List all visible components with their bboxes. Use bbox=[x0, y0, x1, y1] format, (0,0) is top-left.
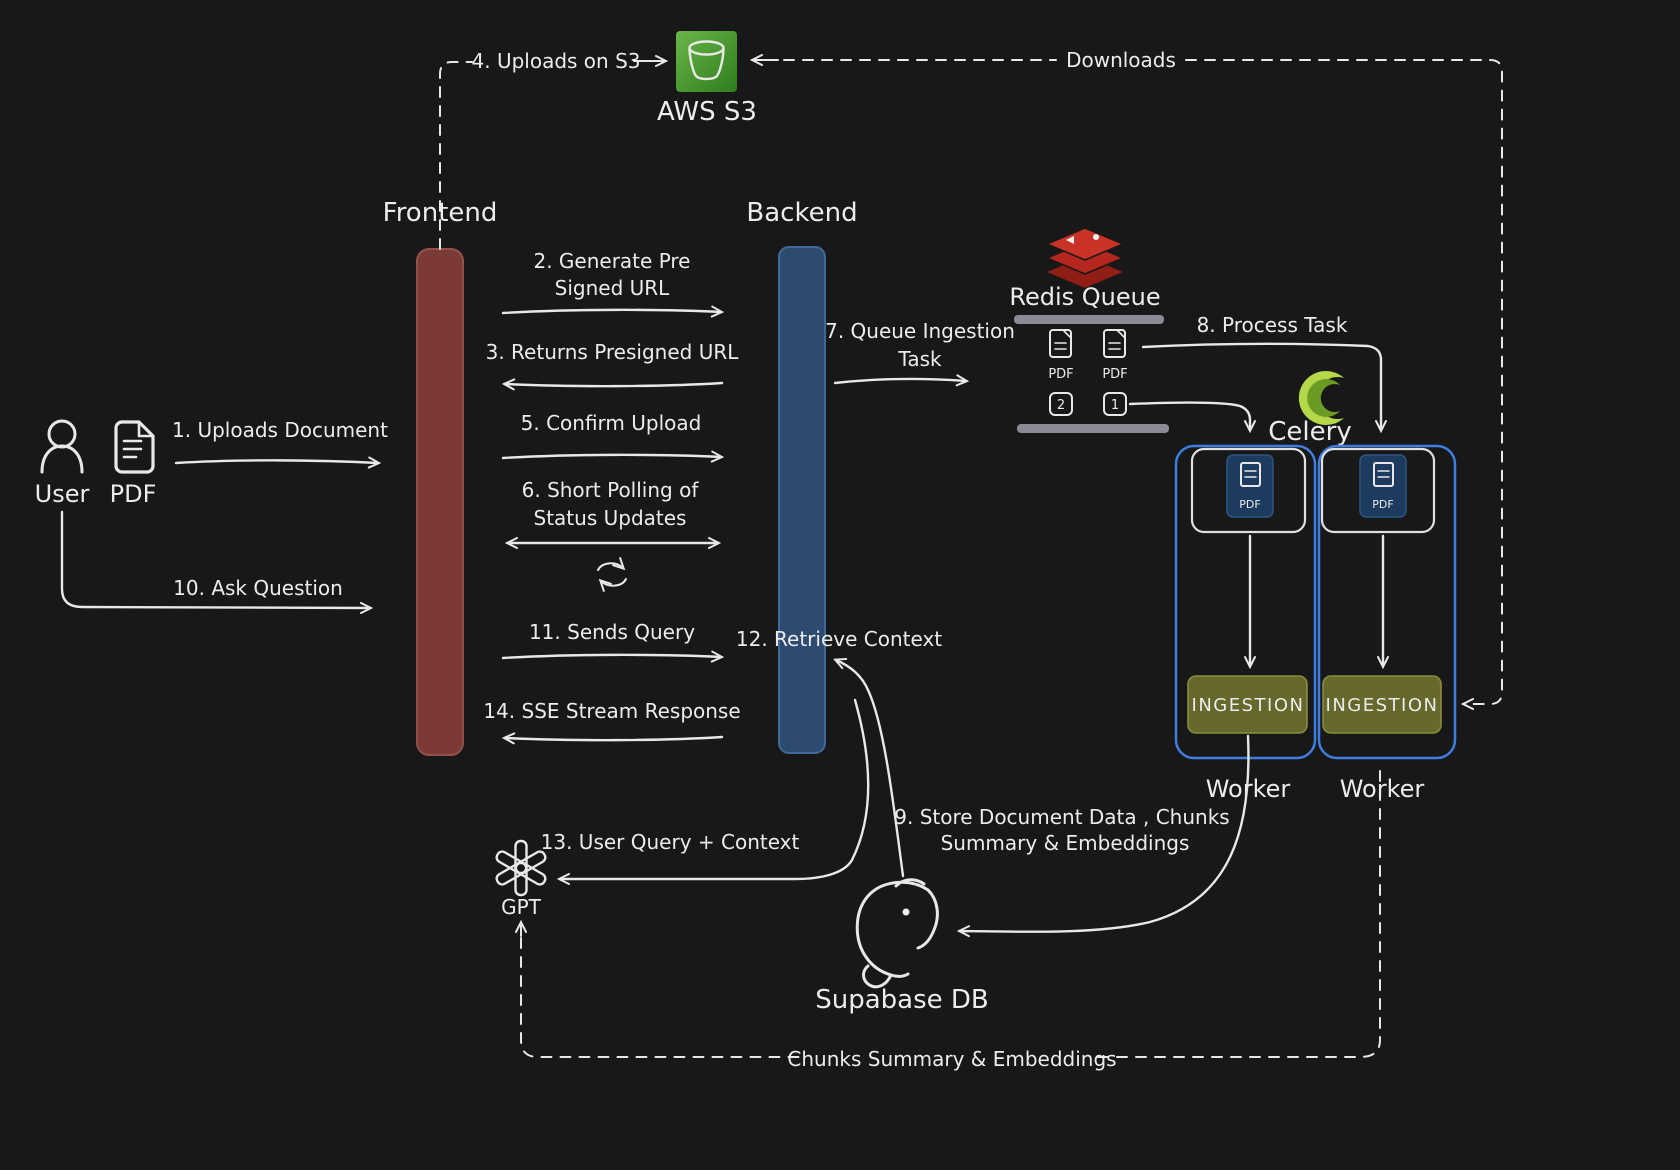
pdf-label: PDF bbox=[110, 480, 157, 508]
edge-queue-ingestion-arrow bbox=[833, 379, 966, 383]
redis-stack-icon bbox=[1045, 227, 1125, 288]
edge-short-polling-label2: Status Updates bbox=[534, 506, 687, 530]
edge-chunks-line-right bbox=[1097, 762, 1381, 1058]
queue-bar-top bbox=[1014, 315, 1164, 324]
edge-chunks-label: Chunks Summary & Embeddings bbox=[787, 1047, 1116, 1071]
celery-leaf-icon bbox=[1298, 371, 1344, 425]
edge-process-task-label: 8. Process Task bbox=[1197, 313, 1348, 337]
edge-generate-presigned-arrow bbox=[501, 310, 721, 313]
edge-short-polling-label1: 6. Short Polling of bbox=[522, 478, 700, 502]
edge-returns-presigned-arrow bbox=[505, 383, 724, 386]
frontend-lifeline bbox=[416, 248, 464, 756]
edge-queue-ingestion-label1: 7. Queue Ingestion bbox=[825, 319, 1015, 343]
edge-user-query-context-label: 13. User Query + Context bbox=[541, 830, 800, 854]
edge-sends-query-arrow bbox=[501, 655, 721, 658]
edge-store-data-label1: 9. Store Document Data , Chunks bbox=[894, 805, 1229, 829]
queue-doc2-label: PDF bbox=[1102, 367, 1127, 382]
worker2-doc-frame bbox=[1320, 447, 1436, 534]
worker1-pdf-label: PDF bbox=[1239, 498, 1260, 511]
edge-downloads-label: Downloads bbox=[1066, 48, 1176, 72]
queue-doc1-icon bbox=[1049, 329, 1072, 358]
edge-uploads-s3-label: 4. Uploads on S3 bbox=[472, 49, 641, 73]
edge-ask-question-label: 10. Ask Question bbox=[173, 576, 343, 600]
worker2-ingestion-label: INGESTION bbox=[1326, 695, 1439, 716]
worker1-ingestion-box bbox=[1187, 675, 1308, 734]
supabase-label: Supabase DB bbox=[815, 985, 989, 1015]
worker2-pdf-label: PDF bbox=[1372, 498, 1393, 511]
worker1-pdf-tile bbox=[1226, 454, 1274, 518]
backend-title: Backend bbox=[746, 198, 857, 228]
pdf-icon bbox=[114, 420, 155, 474]
s3-bucket-icon bbox=[676, 31, 737, 92]
edge-downloads-line-right bbox=[1185, 59, 1503, 704]
edge-retrieve-context-label: 12. Retrieve Context bbox=[736, 627, 942, 651]
worker2-box bbox=[1317, 444, 1457, 760]
user-icon bbox=[40, 419, 84, 474]
worker1-ingestion-label: INGESTION bbox=[1192, 695, 1305, 716]
edge-generate-presigned-label1: 2. Generate Pre bbox=[533, 249, 690, 273]
worker2-label: Worker bbox=[1340, 775, 1425, 803]
queue-slot-1 bbox=[1103, 392, 1127, 416]
edge-process-task-arrow bbox=[1141, 342, 1381, 430]
worker2-pdf-tile bbox=[1359, 454, 1407, 518]
edge-returns-presigned-label: 3. Returns Presigned URL bbox=[486, 340, 740, 364]
queue-slot-1-label: 1 bbox=[1111, 398, 1119, 413]
edge-queue-to-worker1-arrow bbox=[1128, 401, 1250, 430]
edge-sends-query-label: 11. Sends Query bbox=[529, 620, 695, 644]
edge-sse-stream-label: 14. SSE Stream Response bbox=[483, 699, 740, 723]
edge-store-data-arrow bbox=[960, 734, 1250, 932]
refresh-cycle-icon bbox=[597, 563, 627, 585]
edge-ask-question-arrow bbox=[60, 510, 370, 608]
edge-generate-presigned-label2: Signed URL bbox=[555, 276, 671, 300]
gpt-label: GPT bbox=[501, 895, 542, 919]
edge-uploads-document-label: 1. Uploads Document bbox=[172, 418, 388, 442]
backend-lifeline bbox=[778, 246, 826, 754]
edge-queue-ingestion-label2: Task bbox=[897, 347, 942, 371]
edge-uploads-document-arrow bbox=[174, 460, 378, 463]
edge-sse-stream-arrow bbox=[505, 737, 724, 740]
worker2-ingestion-box bbox=[1322, 675, 1442, 734]
edge-confirm-upload-arrow bbox=[501, 455, 721, 458]
worker1-box bbox=[1174, 444, 1317, 760]
openai-logo-icon bbox=[495, 839, 547, 897]
queue-doc1-label: PDF bbox=[1048, 367, 1073, 382]
edge-uploads-s3-line bbox=[439, 61, 473, 250]
queue-slot-2-label: 2 bbox=[1057, 398, 1065, 413]
aws-s3-label: AWS S3 bbox=[657, 97, 757, 127]
edge-store-data-label2: Summary & Embeddings bbox=[941, 831, 1190, 855]
edge-chunks-line-left bbox=[520, 937, 807, 1058]
user-label: User bbox=[35, 480, 90, 508]
celery-label: Celery bbox=[1268, 417, 1351, 447]
queue-bar-bottom bbox=[1017, 424, 1169, 433]
redis-queue-label: Redis Queue bbox=[1009, 283, 1160, 311]
edge-confirm-upload-label: 5. Confirm Upload bbox=[521, 411, 702, 435]
edge-user-query-context-arrow bbox=[560, 698, 870, 879]
edge-retrieve-context-arrow bbox=[836, 660, 905, 878]
queue-slot-2 bbox=[1049, 392, 1073, 416]
postgres-elephant-icon bbox=[855, 878, 939, 989]
queue-doc2-icon bbox=[1103, 329, 1126, 358]
worker1-doc-frame bbox=[1190, 447, 1307, 534]
